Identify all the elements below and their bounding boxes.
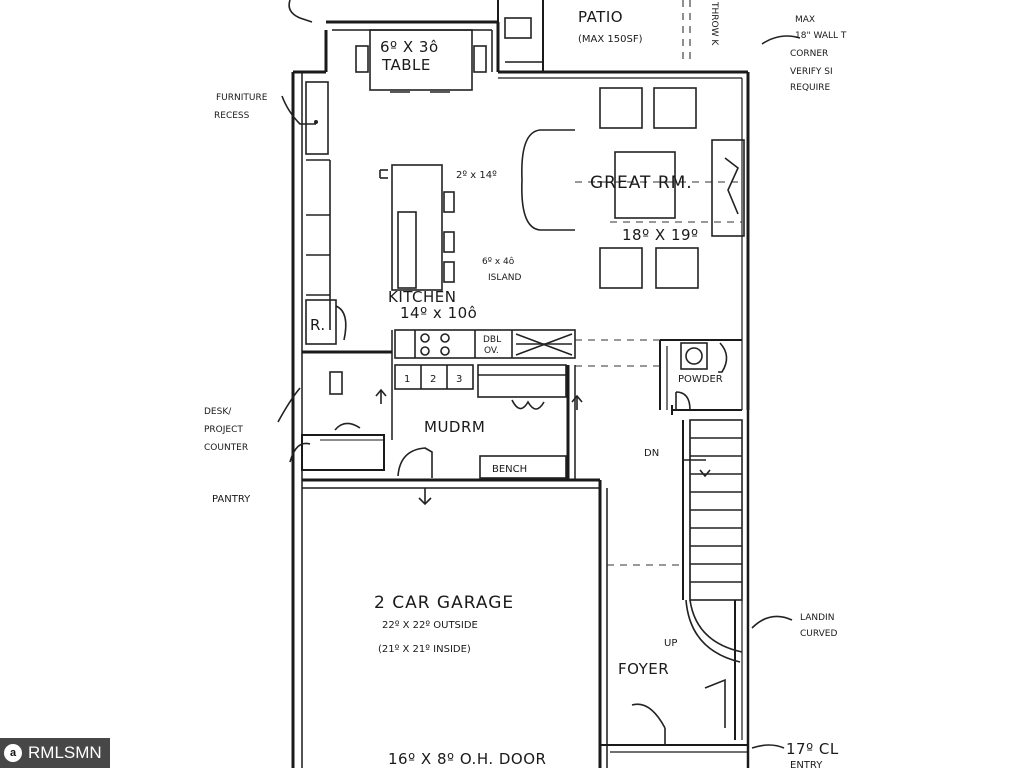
kitchen-counter	[394, 329, 576, 359]
kitchen-dims: 14º x 10ô	[400, 304, 477, 322]
note-landing-line1: LANDIN	[800, 613, 834, 623]
note-max-line1: MAX	[795, 15, 815, 25]
stock-logo-icon: a	[4, 744, 22, 762]
foyer-label: FOYER	[618, 660, 669, 678]
island-dims: 6º x 4ô	[482, 256, 515, 267]
refrigerator	[305, 299, 347, 345]
kitchen-label: KITCHEN	[388, 288, 457, 306]
island-label: ISLAND	[488, 273, 521, 283]
note-desk-line1: DESK/	[204, 407, 232, 417]
patio-title: PATIO	[578, 8, 623, 26]
staircase	[682, 419, 743, 663]
note-furniture-line2: RECESS	[214, 111, 250, 121]
great-room-dims: 18º X 19º	[622, 226, 699, 244]
note-furniture-line1: FURNITURE	[216, 93, 268, 103]
locker-3: 3	[456, 374, 462, 385]
stairs-up-label: UP	[664, 638, 677, 649]
powder-label: POWDER	[678, 374, 723, 385]
note-throw: THROW K	[709, 1, 719, 46]
refrigerator-label: R.	[310, 316, 326, 334]
table-dims: 6º X 3ô	[380, 38, 439, 56]
garage-door-dims: 16º X 8º O.H. DOOR	[388, 750, 546, 768]
locker-2: 2	[430, 374, 436, 385]
garage-outside-dims: 22º X 22º OUTSIDE	[382, 620, 478, 631]
mudroom-label: MUDRM	[424, 418, 485, 436]
note-max-line3: CORNER	[790, 49, 828, 59]
note-entry-line1: 17º CL	[786, 740, 839, 758]
note-pantry: PANTRY	[212, 494, 251, 505]
garage-label: 2 CAR GARAGE	[374, 593, 514, 613]
garage-inside-dims: (21º X 21º INSIDE)	[378, 644, 471, 655]
stairs-down-label: DN	[644, 448, 659, 459]
stock-watermark: a RMLSMN	[0, 738, 110, 768]
locker-1: 1	[404, 374, 410, 385]
room-labels: PATIO (MAX 150SF) 6º X 3ô TABLE GREAT RM…	[310, 8, 723, 768]
great-room-furniture	[521, 87, 745, 289]
note-max-line5: REQUIRE	[790, 83, 831, 93]
note-max-line2: 18" WALL T	[795, 31, 847, 41]
margin-notes: FURNITURE RECESS DESK/ PROJECT COUNTER P…	[204, 1, 847, 771]
kitchen-cabinet-dims: 2º x 14º	[456, 170, 497, 181]
powder-room-fixtures	[675, 342, 728, 411]
leader-lines	[277, 0, 801, 749]
note-max-line4: VERIFY SI	[790, 67, 833, 77]
note-entry-line2: ENTRY	[790, 760, 823, 768]
oven-label-line2: OV.	[484, 346, 499, 356]
dashed-guides	[575, 181, 742, 566]
table-label: TABLE	[381, 56, 431, 74]
furniture-recess	[305, 81, 331, 330]
dining-table	[355, 17, 532, 93]
bench-label: BENCH	[492, 464, 527, 475]
note-desk-line3: COUNTER	[204, 443, 248, 453]
oven-label-line1: DBL	[483, 335, 501, 345]
kitchen-island	[379, 164, 455, 291]
patio-size: (MAX 150SF)	[578, 34, 643, 45]
note-landing-line2: CURVED	[800, 629, 837, 639]
great-room-label: GREAT RM.	[590, 173, 693, 193]
mudroom-fixtures	[329, 364, 583, 506]
note-desk-line2: PROJECT	[204, 425, 243, 435]
foyer-doors	[631, 678, 726, 745]
walls	[291, 0, 750, 768]
watermark-text: RMLSMN	[28, 743, 102, 762]
